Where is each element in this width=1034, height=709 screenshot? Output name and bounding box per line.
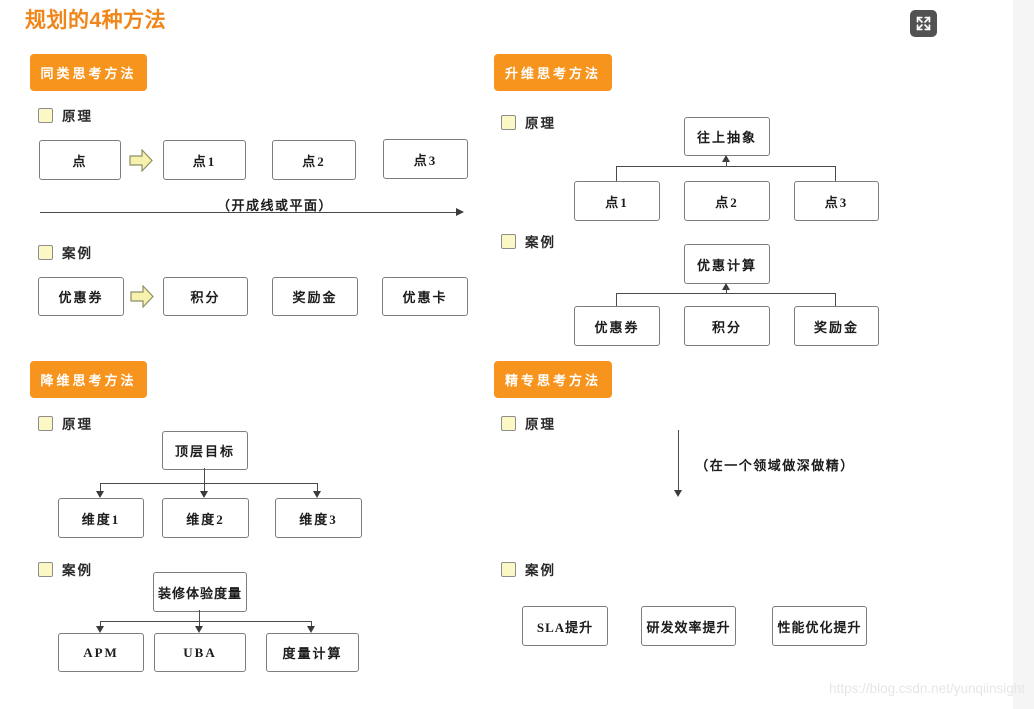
node-box: 优惠计算 — [684, 244, 770, 284]
connector — [204, 483, 205, 492]
connector — [311, 621, 312, 627]
node-box: SLA提升 — [522, 606, 608, 646]
legend-square-icon — [38, 561, 53, 577]
legend-label: 原理 — [525, 417, 556, 432]
node-box: 积分 — [684, 306, 770, 346]
node-box: 积分 — [163, 277, 248, 316]
connector — [616, 293, 836, 294]
connector — [204, 468, 205, 483]
node-box: 顶层目标 — [162, 431, 248, 470]
connector — [835, 166, 836, 181]
legend-label: 案例 — [62, 563, 93, 578]
arrowhead-down — [96, 491, 104, 498]
legend-label: 原理 — [62, 109, 93, 124]
legend-label: 原理 — [525, 116, 556, 131]
axis-arrow-line — [40, 212, 457, 213]
legend-label: 案例 — [525, 235, 556, 250]
connector — [835, 293, 836, 307]
node-box: 度量计算 — [266, 633, 359, 672]
page-title: 规划的4种方法 — [25, 9, 167, 32]
node-box: 优惠卡 — [382, 277, 468, 316]
fullscreen-button[interactable] — [910, 10, 937, 37]
connector — [616, 293, 617, 307]
node-box: 往上抽象 — [684, 117, 770, 156]
connector — [317, 483, 318, 492]
arrowhead-right — [456, 208, 464, 216]
node-box: 点 — [39, 140, 121, 180]
connector — [199, 621, 200, 627]
quadrant-title-badge: 精专思考方法 — [494, 361, 612, 398]
arrowhead-down — [200, 491, 208, 498]
watermark: https://blog.csdn.net/yunqiinsight — [829, 681, 1025, 696]
legend-case: 案例 — [501, 231, 556, 251]
legend-square-icon — [38, 415, 53, 431]
legend-square-icon — [38, 107, 53, 123]
legend-principle: 原理 — [501, 112, 556, 132]
arrowhead-down — [307, 626, 315, 633]
page-edge-strip — [1013, 0, 1034, 709]
arrowhead-down — [195, 626, 203, 633]
legend-square-icon — [501, 233, 516, 249]
node-box: 点3 — [794, 181, 879, 221]
principle-caption: （在一个领域做深做精） — [695, 458, 855, 473]
legend-label: 案例 — [62, 246, 93, 261]
node-box: 维度1 — [58, 498, 144, 538]
node-box: APM — [58, 633, 144, 672]
connector — [616, 166, 617, 181]
connector — [726, 160, 727, 167]
arrowhead-up — [722, 283, 730, 290]
legend-label: 案例 — [525, 563, 556, 578]
node-box: 点1 — [163, 140, 246, 180]
quadrant-title-badge: 降维思考方法 — [30, 361, 147, 398]
arrowhead-down — [96, 626, 104, 633]
node-box: 点2 — [684, 181, 770, 221]
deep-dive-arrow-line — [678, 430, 679, 491]
quadrant-title-badge: 同类思考方法 — [30, 54, 147, 91]
node-box: UBA — [154, 633, 246, 672]
node-box: 装修体验度量 — [153, 572, 247, 612]
node-box: 奖励金 — [794, 306, 879, 346]
connector — [100, 483, 318, 484]
legend-case: 案例 — [38, 559, 93, 579]
legend-principle: 原理 — [501, 413, 556, 433]
connector — [100, 483, 101, 492]
legend-label: 原理 — [62, 417, 93, 432]
node-box: 优惠券 — [38, 277, 124, 316]
node-box: 维度3 — [275, 498, 362, 538]
expand-icon — [916, 16, 931, 31]
connector — [100, 621, 101, 627]
legend-square-icon — [501, 114, 516, 130]
legend-principle: 原理 — [38, 105, 93, 125]
legend-case: 案例 — [501, 559, 556, 579]
arrowhead-down — [674, 490, 682, 497]
node-box: 研发效率提升 — [641, 606, 736, 646]
node-box: 点3 — [383, 139, 468, 179]
principle-caption: （开成线或平面） — [216, 198, 333, 213]
node-box: 奖励金 — [272, 277, 358, 316]
legend-case: 案例 — [38, 242, 93, 262]
quadrant-title-badge: 升维思考方法 — [494, 54, 612, 91]
legend-square-icon — [38, 244, 53, 260]
arrowhead-down — [313, 491, 321, 498]
node-box: 点2 — [272, 140, 356, 180]
connector — [100, 621, 312, 622]
legend-square-icon — [501, 561, 516, 577]
legend-square-icon — [501, 415, 516, 431]
legend-principle: 原理 — [38, 413, 93, 433]
node-box: 优惠券 — [574, 306, 660, 346]
node-box: 性能优化提升 — [772, 606, 867, 646]
block-arrow-right-icon — [129, 149, 153, 172]
connector — [616, 166, 836, 167]
block-arrow-right-icon — [130, 285, 154, 308]
arrowhead-up — [722, 155, 730, 162]
connector — [199, 610, 200, 621]
connector — [726, 288, 727, 294]
node-box: 点1 — [574, 181, 660, 221]
node-box: 维度2 — [162, 498, 249, 538]
